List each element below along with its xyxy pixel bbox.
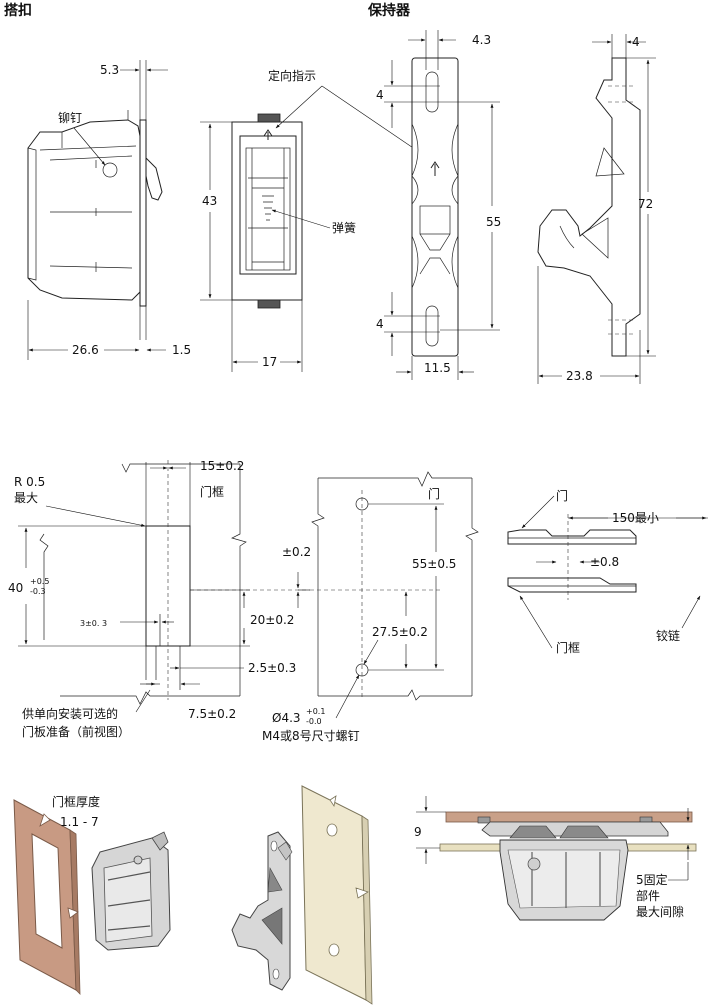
dim-40: 40 [8,581,23,595]
gap-note-line3: 最大间隙 [636,905,684,919]
prep-note-line1: 供单向安装可选的 [22,706,118,721]
prep-note-line2: 门板准备（前视图） [22,724,130,739]
screw-dia: Ø4.3 [272,711,301,725]
rivet-label: 铆钉 [58,110,82,125]
dim-4-top: 4 [376,88,384,102]
keeper-header: 保持器 [367,2,411,19]
dim-150: 150最小 [612,511,659,525]
dim-17: 17 [262,355,277,369]
door-frame-label-2: 门框 [556,640,580,655]
dim-1-5: 1.5 [172,343,191,357]
catch-header: 搭扣 [4,2,32,19]
frame-thickness-label: 门框厚度 [52,794,100,809]
dim-23-8: 23.8 [566,369,593,383]
door-frame-label-1: 门框 [200,484,224,499]
dim-15: 15±0.2 [200,459,244,473]
dim-27-5: 27.5±0.2 [372,625,428,639]
dim-72: 72 [638,197,653,211]
orientation-label: 定向指示 [268,68,316,83]
dim-0-8: ±0.8 [590,555,619,569]
gap-note-line2: 部件 [636,888,660,903]
frame-cutout-view [39,460,310,705]
dim-43: 43 [202,194,217,208]
dim-9: 9 [414,825,422,839]
spring-label: 弹簧 [332,220,356,235]
dim-7-5: 7.5±0.2 [188,707,236,721]
catch-front-view [231,113,303,309]
dim-55: 55 [486,215,501,229]
screw-tol-dn: -0.0 [306,717,322,726]
dim-20: 20±0.2 [250,613,294,627]
frame-thickness-value: 1.1 - 7 [60,815,99,829]
dim-0-2: ±0.2 [282,545,311,559]
dim-55b: 55±0.5 [412,557,456,571]
door-hole-view [310,471,479,701]
keeper-side-view [537,57,641,357]
screw-tol-up: +0.1 [306,707,325,716]
dim-11-5: 11.5 [424,361,451,375]
hinge-label: 铰链 [656,628,680,643]
dim-3: 3±0. 3 [80,619,107,628]
keeper-front-view [411,57,459,357]
dim-26-6: 26.6 [72,343,99,357]
isometric-catch-assembly [13,799,171,995]
gap-note-line1: 5固定 [636,872,668,887]
radius-label: R 0.5 [14,475,45,489]
dim-4-bot: 4 [376,317,384,331]
cross-section-view [439,811,697,921]
dim-40-tol-up: +0.5 [30,577,49,586]
dim-40-tol-dn: -0.3 [30,587,46,596]
screw-note: M4或8号尺寸螺钉 [262,729,360,743]
door-label-1: 门 [428,486,440,501]
dim-4-side: 4 [632,35,640,49]
door-label-2: 门 [556,488,568,503]
isometric-keeper-assembly [231,785,373,1005]
dim-4-3: 4.3 [472,33,491,47]
radius-max-label: 最大 [14,491,38,505]
dim-5-3: 5.3 [100,63,119,77]
dim-2-5: 2.5±0.3 [248,661,296,675]
catch-side-view [27,110,163,307]
hinge-top-view [507,514,637,600]
